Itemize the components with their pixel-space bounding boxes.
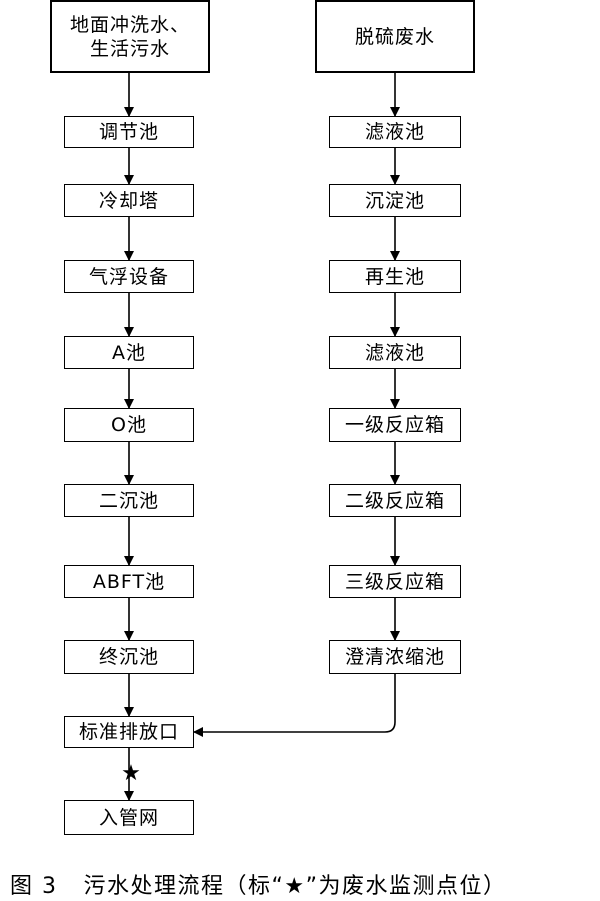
right-node-7: 三级反应箱 bbox=[329, 565, 461, 598]
left-node-6-label: 二沉池 bbox=[98, 489, 159, 512]
right-node-5-label: 一级反应箱 bbox=[344, 414, 445, 436]
merge-arrow bbox=[193, 674, 396, 737]
left-node-8-label: 终沉池 bbox=[98, 646, 159, 668]
left-node-2-label: 冷却塔 bbox=[98, 189, 159, 212]
left-node-7: ABFT池 bbox=[64, 565, 194, 598]
left-node-5-label: O池 bbox=[111, 414, 147, 436]
final-node: 入管网 bbox=[64, 800, 194, 835]
figure-number: 图 3 bbox=[10, 874, 58, 899]
right-node-2-label: 沉淀池 bbox=[364, 189, 425, 212]
left-node-8: 终沉池 bbox=[64, 640, 194, 674]
left-node-2: 冷却塔 bbox=[64, 184, 194, 217]
figure-caption-text: 污水处理流程（标“★”为废水监测点位） bbox=[83, 874, 507, 899]
final-node-label: 入管网 bbox=[98, 806, 159, 829]
left-node-6: 二沉池 bbox=[64, 484, 194, 517]
left-node-9: 标准排放口 bbox=[64, 716, 194, 748]
left-node-1-label: 调节池 bbox=[98, 121, 159, 143]
monitoring-point-marker: ★ bbox=[121, 761, 141, 786]
left-node-0: 地面冲洗水、 生活污水 bbox=[50, 0, 210, 73]
right-node-0-label: 脱硫废水 bbox=[354, 25, 435, 48]
left-node-4: A池 bbox=[64, 336, 194, 369]
left-node-3: 气浮设备 bbox=[64, 260, 194, 293]
right-node-4-label: 滤液池 bbox=[364, 341, 425, 364]
right-node-1-label: 滤液池 bbox=[364, 121, 425, 143]
right-node-2: 沉淀池 bbox=[329, 184, 461, 217]
right-node-1: 滤液池 bbox=[329, 116, 461, 148]
right-node-4: 滤液池 bbox=[329, 336, 461, 369]
right-node-6: 二级反应箱 bbox=[329, 484, 461, 517]
right-node-7-label: 三级反应箱 bbox=[344, 570, 445, 593]
right-node-8: 澄清浓缩池 bbox=[329, 640, 461, 674]
right-node-8-label: 澄清浓缩池 bbox=[344, 646, 445, 668]
right-node-6-label: 二级反应箱 bbox=[344, 489, 445, 512]
left-node-7-label: ABFT池 bbox=[92, 570, 166, 593]
left-node-1: 调节池 bbox=[64, 116, 194, 148]
right-node-3: 再生池 bbox=[329, 260, 461, 293]
left-node-5: O池 bbox=[64, 408, 194, 442]
right-node-0: 脱硫废水 bbox=[315, 0, 475, 73]
left-node-3-label: 气浮设备 bbox=[88, 265, 169, 288]
figure-caption: 图 3 污水处理流程（标“★”为废水监测点位） bbox=[10, 868, 507, 900]
right-node-3-label: 再生池 bbox=[364, 265, 425, 288]
right-node-5: 一级反应箱 bbox=[329, 408, 461, 442]
left-node-9-label: 标准排放口 bbox=[78, 721, 179, 743]
left-node-4-label: A池 bbox=[112, 341, 146, 364]
left-node-0-label: 地面冲洗水、 生活污水 bbox=[69, 13, 190, 60]
